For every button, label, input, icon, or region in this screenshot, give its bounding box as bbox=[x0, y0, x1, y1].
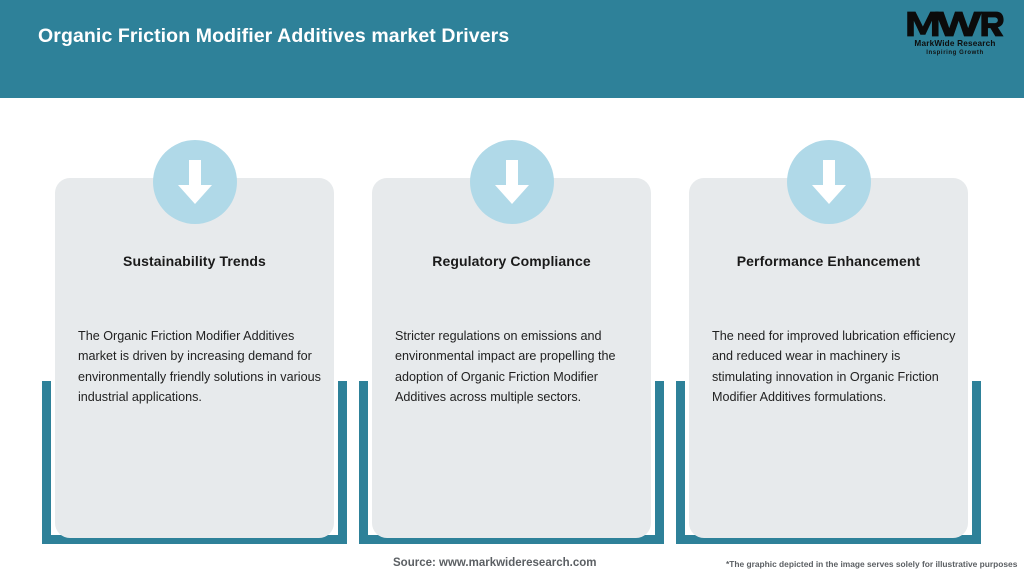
card-body-text: The need for improved lubrication effici… bbox=[712, 329, 956, 404]
card-heading: Regulatory Compliance bbox=[432, 253, 591, 269]
arrow-down-glyph bbox=[177, 160, 212, 204]
arrow-down-glyph bbox=[494, 160, 529, 204]
logo-tagline: Inspiring Growth bbox=[926, 50, 984, 56]
header-bar: Organic Friction Modifier Additives mark… bbox=[0, 0, 1024, 98]
logo-company-name: MarkWide Research bbox=[914, 39, 996, 48]
mwr-logo-icon bbox=[907, 11, 1004, 37]
card-panel bbox=[689, 178, 968, 538]
brand-logo: MarkWide Research Inspiring Growth bbox=[902, 10, 1008, 62]
card-bracket-frame bbox=[359, 381, 664, 544]
card-heading: Sustainability Trends bbox=[123, 253, 266, 269]
arrow-down-icon bbox=[152, 140, 237, 224]
card-bracket-frame bbox=[42, 381, 347, 544]
arrow-down-glyph bbox=[811, 160, 846, 204]
arrow-down-icon bbox=[469, 140, 554, 224]
driver-card-2[interactable]: Regulatory Compliance Stricter regulatio… bbox=[359, 98, 664, 576]
page-title: Organic Friction Modifier Additives mark… bbox=[38, 25, 510, 47]
footer-disclaimer-note: *The graphic depicted in the image serve… bbox=[726, 559, 1018, 569]
footer-source-text: Source: www.markwideresearch.com bbox=[393, 557, 597, 569]
card-panel bbox=[55, 178, 334, 538]
card-bracket-frame bbox=[676, 381, 981, 544]
driver-card-3[interactable]: Performance Enhancement The need for imp… bbox=[676, 98, 981, 576]
card-body-text: The Organic Friction Modifier Additives … bbox=[78, 329, 321, 404]
card-body-text: Stricter regulations on emissions and en… bbox=[395, 329, 616, 404]
card-heading: Performance Enhancement bbox=[736, 253, 921, 269]
arrow-down-icon bbox=[786, 140, 871, 224]
driver-cards-container: Sustainability Trends The Organic Fricti… bbox=[0, 98, 1024, 576]
driver-card-1[interactable]: Sustainability Trends The Organic Fricti… bbox=[42, 98, 347, 576]
card-panel bbox=[372, 178, 651, 538]
